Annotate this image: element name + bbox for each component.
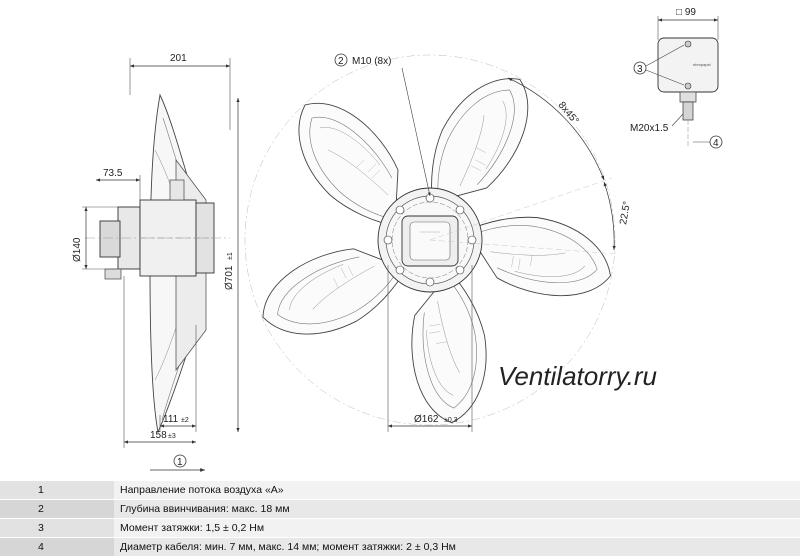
dim-motor-diameter: Ø140 (72, 237, 83, 262)
dim-box-size: □ 99 (676, 7, 696, 18)
dim-depth-b: 158 (150, 430, 167, 441)
technical-drawing: 201 73.5 Ø140 Ø701 ±1 111 ±2 158 ±3 1 (72, 7, 723, 472)
note-row: 2 Глубина ввинчивания: макс. 18 мм (0, 499, 800, 519)
dim-screws: M10 (8x) (352, 56, 391, 67)
callout-1: 1 (177, 457, 183, 468)
callout-4: 4 (713, 138, 719, 149)
note-text: Глубина ввинчивания: макс. 18 мм (114, 499, 800, 519)
side-view (85, 93, 230, 434)
note-text: Диаметр кабеля: мин. 7 мм, макс. 14 мм; … (114, 537, 800, 557)
note-row: 4 Диаметр кабеля: мин. 7 мм, макс. 14 мм… (0, 537, 800, 557)
note-number: 2 (0, 499, 114, 519)
dim-offset: 73.5 (103, 168, 123, 179)
dim-bolt-circle: Ø162 (414, 414, 439, 425)
dim-overall-depth: 201 (170, 53, 187, 64)
dim-depth-a: 111 (163, 414, 179, 425)
note-number: 1 (0, 481, 114, 500)
callout-3: 3 (637, 64, 643, 75)
watermark: Ventilatorry.ru (498, 361, 657, 391)
callout-2: 2 (338, 56, 344, 67)
terminal-box: □ 99 ebmpapst 3 M20x1.5 4 (630, 7, 723, 149)
note-text: Направление потока воздуха «A» (114, 481, 800, 500)
note-text: Момент затяжки: 1,5 ± 0,2 Нм (114, 518, 800, 538)
note-row: 3 Момент затяжки: 1,5 ± 0,2 Нм (0, 518, 800, 538)
dim-cable-gland: M20x1.5 (630, 123, 669, 134)
dim-bolt-circle-tol: ±0.3 (444, 417, 458, 424)
dim-depth-a-tol: ±2 (181, 417, 189, 424)
note-row: 1 Направление потока воздуха «A» (0, 481, 800, 500)
dim-fan-diameter-tol: ±1 (227, 252, 234, 260)
note-number: 3 (0, 518, 114, 538)
dim-depth-b-tol: ±3 (168, 433, 176, 440)
box-logo: ebmpapst (693, 62, 711, 67)
dim-angle-offset: 22.5° (618, 200, 633, 225)
dim-fan-diameter: Ø701 (224, 265, 235, 290)
notes-table: 1 Направление потока воздуха «A» 2 Глуби… (0, 481, 800, 557)
side-dimensions: 201 73.5 Ø140 Ø701 ±1 111 ±2 158 ±3 1 (72, 53, 240, 472)
note-number: 4 (0, 537, 114, 557)
